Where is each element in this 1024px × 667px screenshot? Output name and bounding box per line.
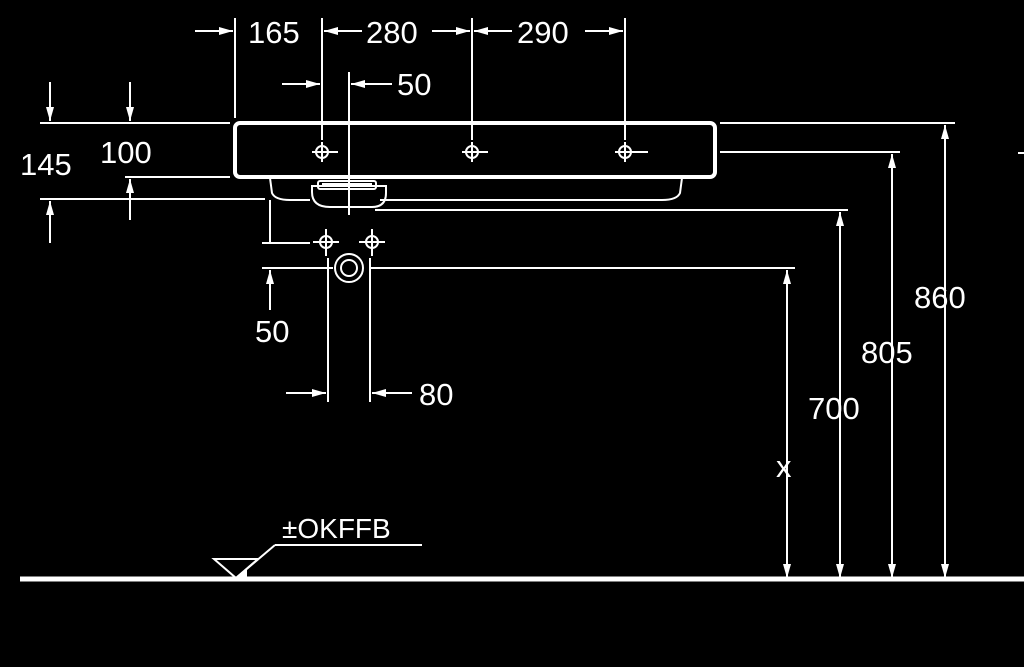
floor-level-symbol xyxy=(211,544,422,580)
dim-label-290: 290 xyxy=(517,15,569,50)
extension-lines xyxy=(40,18,1024,402)
dim-label-700: 700 xyxy=(808,391,860,426)
dim-label-165: 165 xyxy=(248,15,300,50)
washbasin-outline xyxy=(233,121,717,208)
supply-waste-connections xyxy=(313,229,385,283)
dim-label-145: 145 xyxy=(20,147,72,182)
tap-hole-markers xyxy=(312,142,648,162)
dim-label-100: 100 xyxy=(100,135,152,170)
dim-label-50-top: 50 xyxy=(397,67,431,102)
dim-label-805: 805 xyxy=(861,335,913,370)
dimension-arrows xyxy=(46,27,949,578)
dim-label-860: 860 xyxy=(914,280,966,315)
dim-label-x: x xyxy=(776,449,792,484)
floor-level-label: ±OKFFB xyxy=(282,513,391,544)
dim-label-280: 280 xyxy=(366,15,418,50)
dim-label-50-waste: 50 xyxy=(255,314,289,349)
dim-label-80: 80 xyxy=(419,377,453,412)
